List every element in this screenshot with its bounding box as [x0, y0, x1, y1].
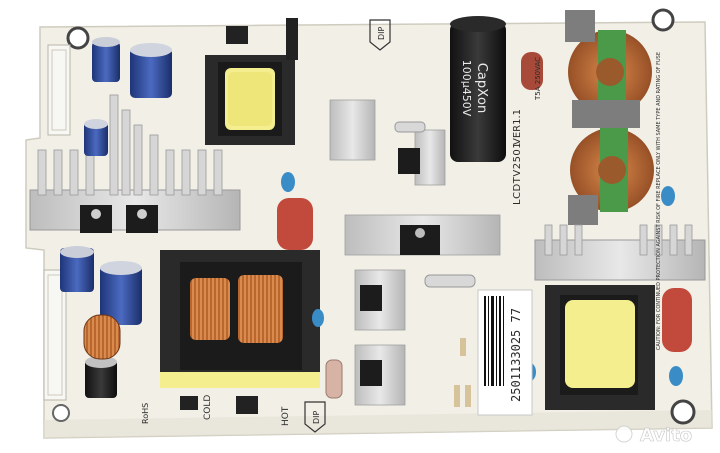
capacitor-cluster-bottom-left [60, 246, 142, 398]
inductor-bottom-left [83, 314, 121, 360]
watermark-text: Avito [640, 425, 692, 446]
capacitor-bulk-rating: 100µ450V [460, 60, 473, 117]
x-capacitor [565, 10, 640, 225]
transformer-small [205, 55, 295, 145]
watermark: Avito [615, 425, 692, 446]
capacitor-bulk-brand: CapXon [474, 63, 489, 113]
dip-marker-top: DIP [369, 19, 391, 51]
model-label: LCDTV2501 [512, 142, 523, 205]
fuse-rating: T5A 250VAC [534, 57, 542, 101]
svg-text:DIP: DIP [377, 26, 386, 40]
left-connector-top [47, 44, 71, 136]
rohs-label: RoHS [141, 403, 150, 424]
center-transistor [360, 148, 440, 386]
mounting-hole-icon [52, 8, 696, 425]
heatsink-right [534, 224, 706, 281]
power-transistor [80, 205, 158, 233]
smd-ic [180, 18, 298, 414]
film-capacitor-red [277, 52, 692, 352]
capacitor-bulk: CapXon 100µ450V [450, 16, 506, 162]
barcode-number: 2501133025 77 [509, 308, 523, 402]
transformer-large [160, 250, 320, 388]
ceramic-capacitor-blue [281, 172, 683, 386]
left-connector-bottom [43, 269, 67, 401]
capacitor-blue-top [84, 37, 172, 156]
hot-label: HOT [281, 406, 291, 426]
svg-text:DIP: DIP [312, 410, 321, 424]
version-label: VER1.1 [512, 109, 523, 145]
warning-text: CAUTION: FOR CONTINUED PROTECTION AGAINS… [656, 52, 662, 350]
cold-label: COLD [203, 395, 213, 420]
barcode-label: 2501133025 77 [477, 289, 533, 416]
transformer-right [545, 285, 655, 410]
common-mode-choke-bottom [570, 128, 654, 212]
dip-marker-bottom: DIP [304, 401, 326, 433]
resistor [325, 121, 476, 407]
